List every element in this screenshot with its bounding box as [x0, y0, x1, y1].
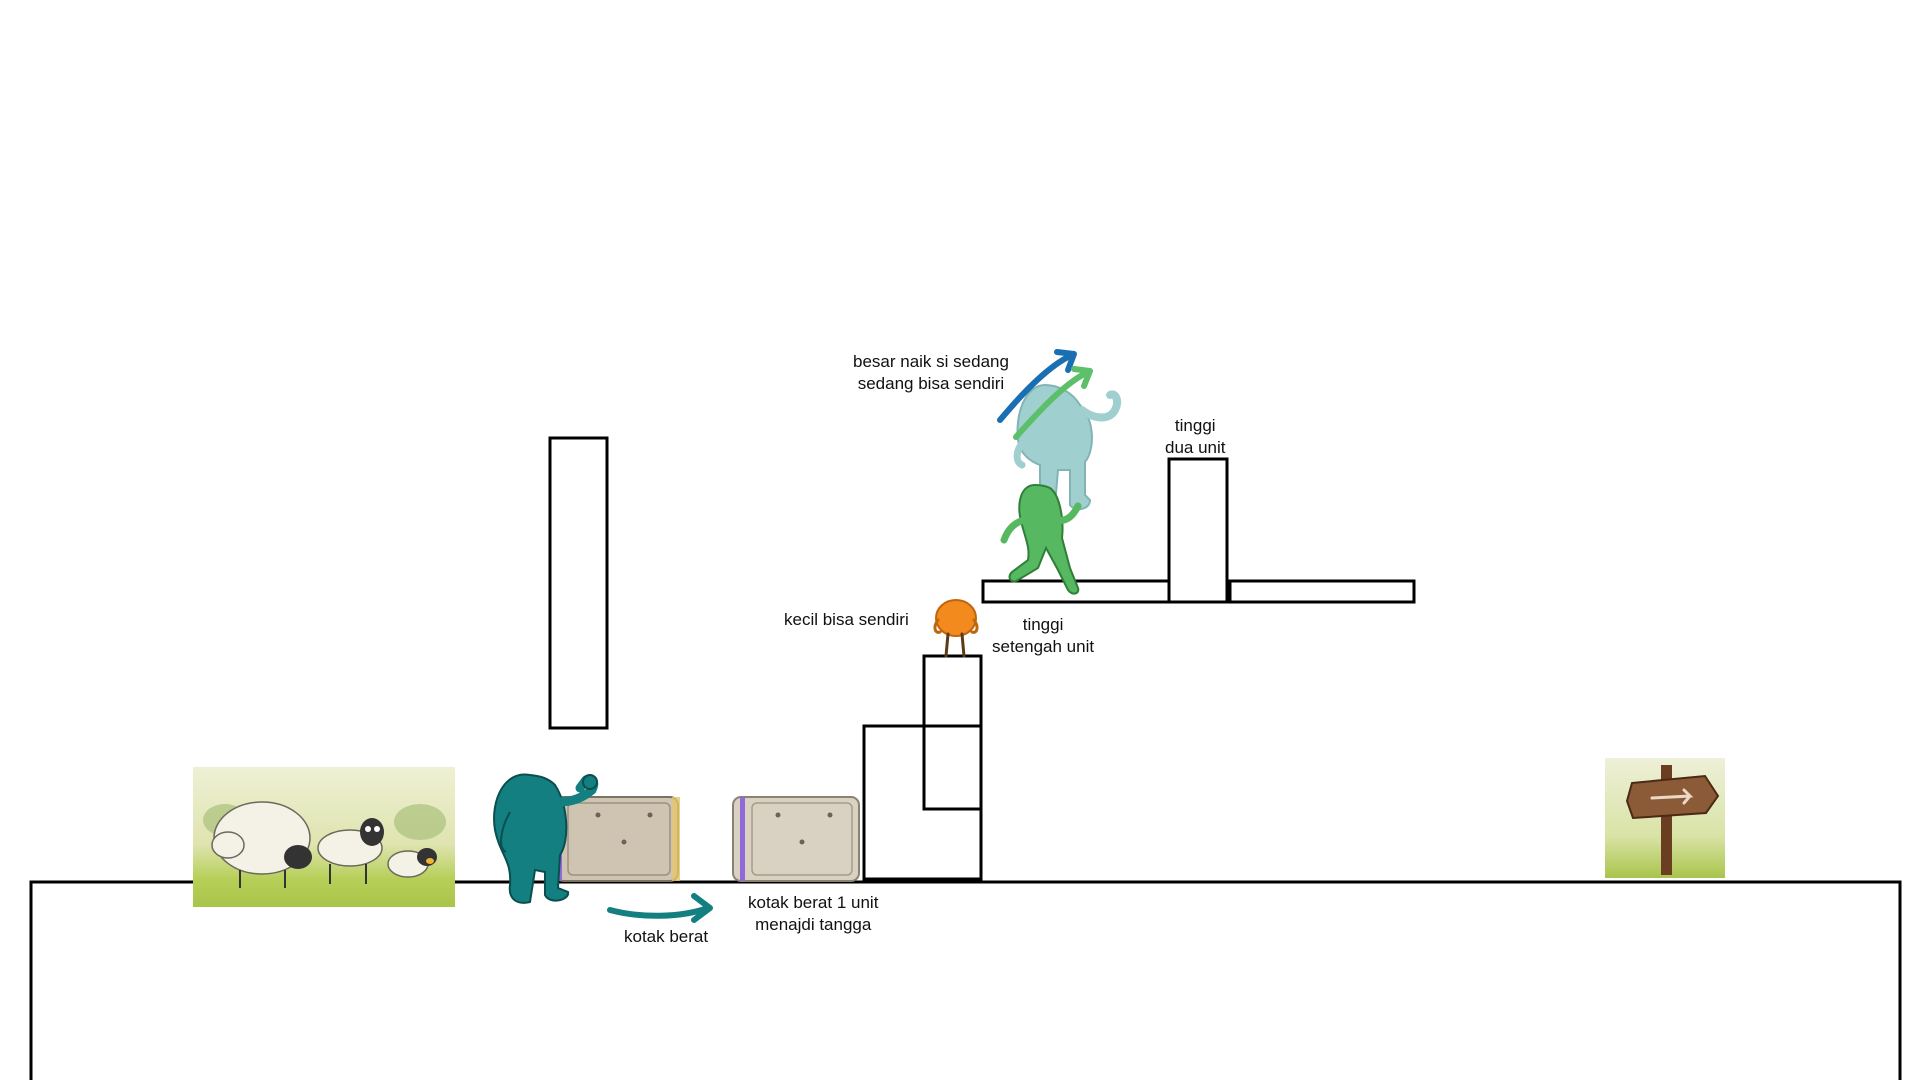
stair-block-small	[922, 654, 983, 811]
big-character	[493, 773, 599, 904]
push-arrow-icon	[607, 893, 713, 923]
label-two-units: tinggi dua unit	[1165, 416, 1226, 457]
climb-arrow-icon	[997, 349, 1093, 440]
signpost-arrow-icon	[1605, 758, 1725, 878]
ground-platform	[29, 880, 1902, 1080]
right-platform	[1228, 579, 1416, 604]
small-character	[933, 599, 979, 658]
label-heavy-box-stairs: kotak berat 1 unit menajdi tangga	[748, 893, 879, 934]
medium-character	[1000, 483, 1082, 595]
label-heavy-box: kotak berat	[624, 927, 709, 946]
heavy-box	[555, 796, 680, 882]
label-half-unit: tinggi setengah unit	[992, 615, 1095, 656]
label-big-climb: besar naik si sedang sedang bisa sendiri	[853, 352, 1009, 393]
heavy-box-stairs	[732, 796, 860, 882]
tall-box	[548, 436, 609, 730]
label-small-alone: kecil bisa sendiri	[784, 610, 909, 629]
two-unit-block	[1167, 457, 1229, 604]
sheep-image	[193, 767, 455, 907]
